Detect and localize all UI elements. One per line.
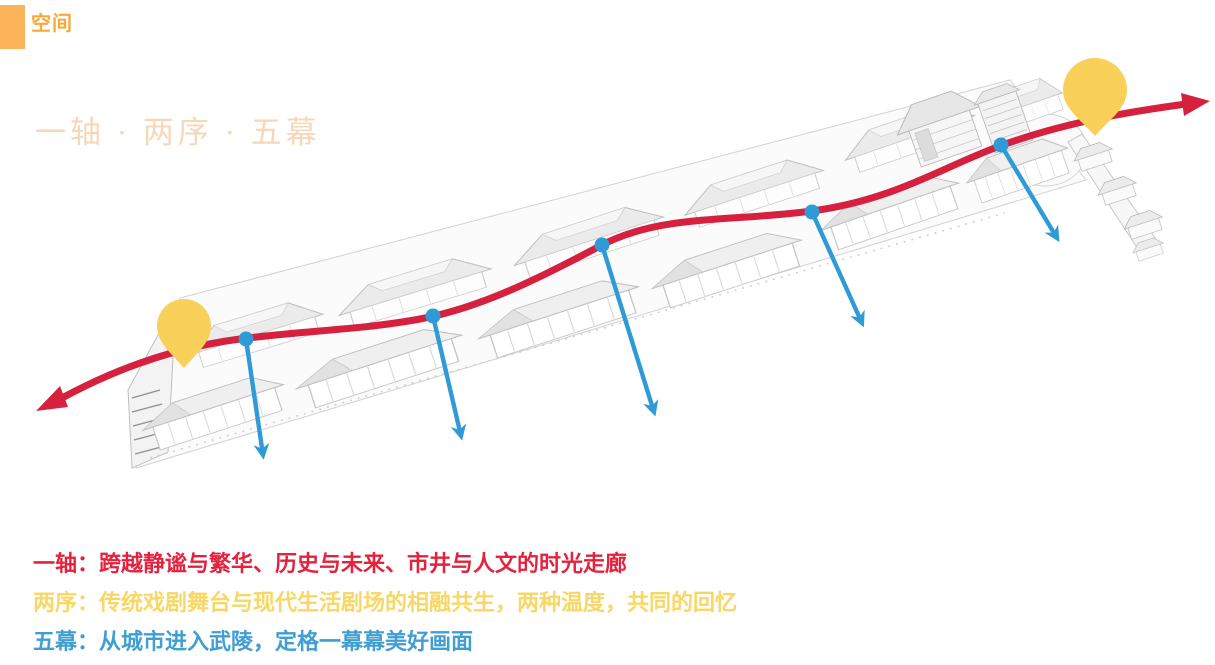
section-title: 空间	[31, 13, 73, 35]
section-marker-square	[0, 5, 25, 49]
page-title: 一轴 · 两序 · 五幕	[35, 115, 321, 150]
route-end-pin	[1063, 58, 1127, 136]
scene-arrow-4	[809, 211, 865, 328]
scene-dot-2	[425, 308, 441, 324]
route-arrowhead-left	[36, 386, 68, 411]
branch-wing	[1067, 133, 1167, 263]
building-complex	[127, 72, 1167, 469]
scene-dot-1	[238, 331, 254, 347]
legend-captions: 一轴：跨越静谧与繁华、历史与未来、市井与人文的时光走廊 两序：传统戏剧舞台与现代…	[33, 544, 737, 661]
scene-dot-3	[594, 237, 610, 253]
scene-dot-5	[993, 137, 1009, 153]
scene-arrow-2	[430, 315, 467, 441]
scene-arrow-1	[243, 338, 270, 460]
caption-axis: 一轴：跨越静谧与繁华、历史与未来、市井与人文的时光走廊	[33, 551, 628, 576]
location-pin-icon	[1063, 58, 1127, 136]
scene-dot-4	[804, 204, 820, 220]
scene-arrows	[238, 137, 1060, 460]
route-start-pin	[157, 299, 211, 368]
caption-sequences: 两序：传统戏剧舞台与现代生活剧场的相融共生，两种温度，共同的回忆	[33, 590, 738, 615]
caption-acts: 五幕：从城市进入武陵，定格一幕幕美好画面	[33, 629, 474, 654]
location-pin-icon	[157, 299, 211, 368]
tower-hall	[896, 90, 983, 168]
route-arrowhead-right	[1181, 93, 1210, 116]
scene-arrow-5	[999, 143, 1060, 243]
scene-arrow-3	[599, 244, 659, 417]
